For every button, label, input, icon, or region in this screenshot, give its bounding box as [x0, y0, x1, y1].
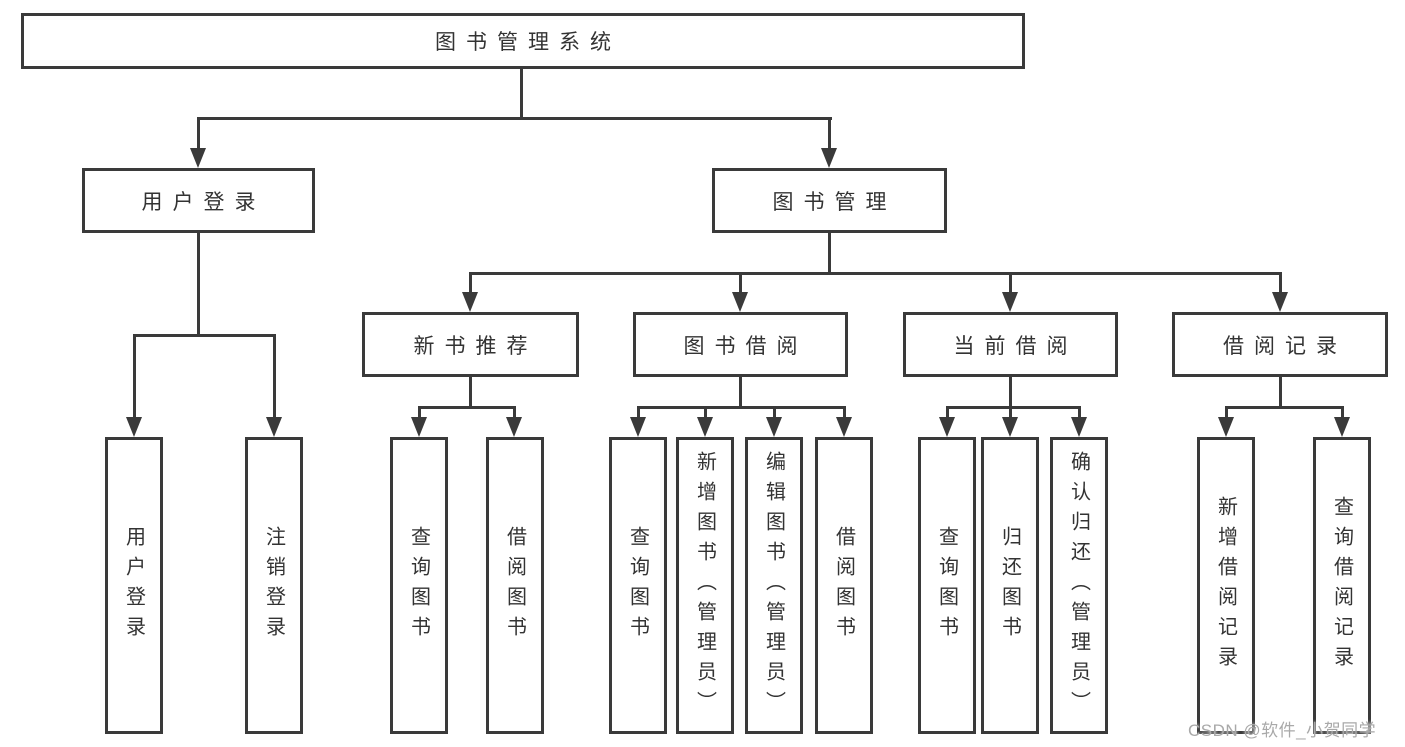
arrow-down-icon: [1272, 292, 1288, 312]
connector-line: [1341, 406, 1344, 419]
leaf-return-books: 归还图书: [981, 437, 1039, 734]
leaf-query-books-borrowing-label: 查询图书: [626, 525, 649, 646]
node-user-login-label: 用户登录: [141, 190, 266, 214]
leaf-query-borrow-record: 查询借阅记录: [1313, 437, 1371, 734]
leaf-edit-book-admin-label: 编辑图书（管理员）: [762, 450, 785, 721]
connector-line: [828, 233, 831, 274]
leaf-query-books-current: 查询图书: [918, 437, 976, 734]
leaf-borrow-books: 借阅图书: [815, 437, 873, 734]
connector-line: [637, 406, 640, 419]
arrow-down-icon: [126, 417, 142, 437]
connector-line: [946, 406, 1080, 409]
connector-line: [773, 406, 776, 419]
leaf-user-login-label: 用户登录: [122, 525, 145, 646]
node-new-book-recommendation-label: 新书推荐: [413, 334, 538, 358]
connector-line: [418, 406, 421, 419]
leaf-return-books-label: 归还图书: [998, 525, 1021, 646]
node-current-borrowing: 当前借阅: [903, 312, 1118, 377]
leaf-user-login: 用户登录: [105, 437, 163, 734]
arrow-down-icon: [766, 417, 782, 437]
leaf-confirm-return-admin-label: 确认归还（管理员）: [1067, 450, 1090, 721]
leaf-borrow-books-label: 借阅图书: [832, 525, 855, 646]
node-library-system-label: 图书管理系统: [435, 31, 621, 54]
leaf-query-borrow-record-label: 查询借阅记录: [1330, 495, 1353, 676]
connector-line: [946, 406, 949, 419]
connector-line: [739, 377, 742, 408]
arrow-down-icon: [506, 417, 522, 437]
arrow-down-icon: [697, 417, 713, 437]
leaf-borrow-books-recommend-label: 借阅图书: [503, 525, 526, 646]
leaf-query-books-recommend-label: 查询图书: [407, 525, 430, 646]
connector-line: [469, 272, 1282, 275]
node-new-book-recommendation: 新书推荐: [362, 312, 579, 377]
connector-line: [469, 377, 472, 408]
connector-line: [513, 406, 516, 419]
connector-line: [739, 272, 742, 294]
node-current-borrowing-label: 当前借阅: [953, 334, 1078, 358]
arrow-down-icon: [190, 148, 206, 168]
connector-line: [843, 406, 846, 419]
connector-line: [704, 406, 707, 419]
connector-line: [1279, 377, 1282, 408]
node-borrowing-records: 借阅记录: [1172, 312, 1388, 377]
leaf-query-books-recommend: 查询图书: [390, 437, 448, 734]
connector-line: [1009, 272, 1012, 294]
connector-line: [520, 69, 523, 118]
connector-line: [418, 406, 516, 409]
connector-line: [273, 334, 276, 419]
connector-line: [197, 233, 200, 335]
leaf-logout: 注销登录: [245, 437, 303, 734]
arrow-down-icon: [462, 292, 478, 312]
connector-line: [197, 117, 832, 120]
node-book-borrowing: 图书借阅: [633, 312, 848, 377]
leaf-add-borrow-record: 新增借阅记录: [1197, 437, 1255, 734]
node-book-management: 图书管理: [712, 168, 947, 233]
leaf-confirm-return-admin: 确认归还（管理员）: [1050, 437, 1108, 734]
arrow-down-icon: [1002, 417, 1018, 437]
leaf-add-book-admin-label: 新增图书（管理员）: [693, 450, 716, 721]
arrow-down-icon: [1218, 417, 1234, 437]
leaf-edit-book-admin: 编辑图书（管理员）: [745, 437, 803, 734]
connector-line: [1279, 272, 1282, 294]
connector-line: [637, 406, 845, 409]
arrow-down-icon: [266, 417, 282, 437]
connector-line: [197, 117, 200, 151]
node-book-borrowing-label: 图书借阅: [683, 334, 808, 358]
node-user-login: 用户登录: [82, 168, 315, 233]
arrow-down-icon: [939, 417, 955, 437]
connector-line: [469, 272, 472, 294]
connector-line: [133, 334, 136, 419]
arrow-down-icon: [1071, 417, 1087, 437]
arrow-down-icon: [732, 292, 748, 312]
leaf-borrow-books-recommend: 借阅图书: [486, 437, 544, 734]
leaf-logout-label: 注销登录: [262, 525, 285, 646]
leaf-add-borrow-record-label: 新增借阅记录: [1214, 495, 1237, 676]
leaf-query-books-borrowing: 查询图书: [609, 437, 667, 734]
connector-line: [1009, 377, 1012, 408]
node-library-system: 图书管理系统: [21, 13, 1025, 69]
connector-line: [1009, 406, 1012, 419]
arrow-down-icon: [411, 417, 427, 437]
watermark: CSDN @软件_小贺同学: [1188, 721, 1377, 740]
arrow-down-icon: [1002, 292, 1018, 312]
node-borrowing-records-label: 借阅记录: [1223, 334, 1347, 358]
arrow-down-icon: [836, 417, 852, 437]
connector-line: [828, 117, 831, 151]
connector-line: [1078, 406, 1081, 419]
connector-line: [1225, 406, 1343, 409]
connector-line: [1225, 406, 1228, 419]
leaf-add-book-admin: 新增图书（管理员）: [676, 437, 734, 734]
connector-line: [133, 334, 276, 337]
arrow-down-icon: [821, 148, 837, 168]
node-book-management-label: 图书管理: [772, 190, 897, 214]
arrow-down-icon: [630, 417, 646, 437]
arrow-down-icon: [1334, 417, 1350, 437]
leaf-query-books-current-label: 查询图书: [935, 525, 958, 646]
